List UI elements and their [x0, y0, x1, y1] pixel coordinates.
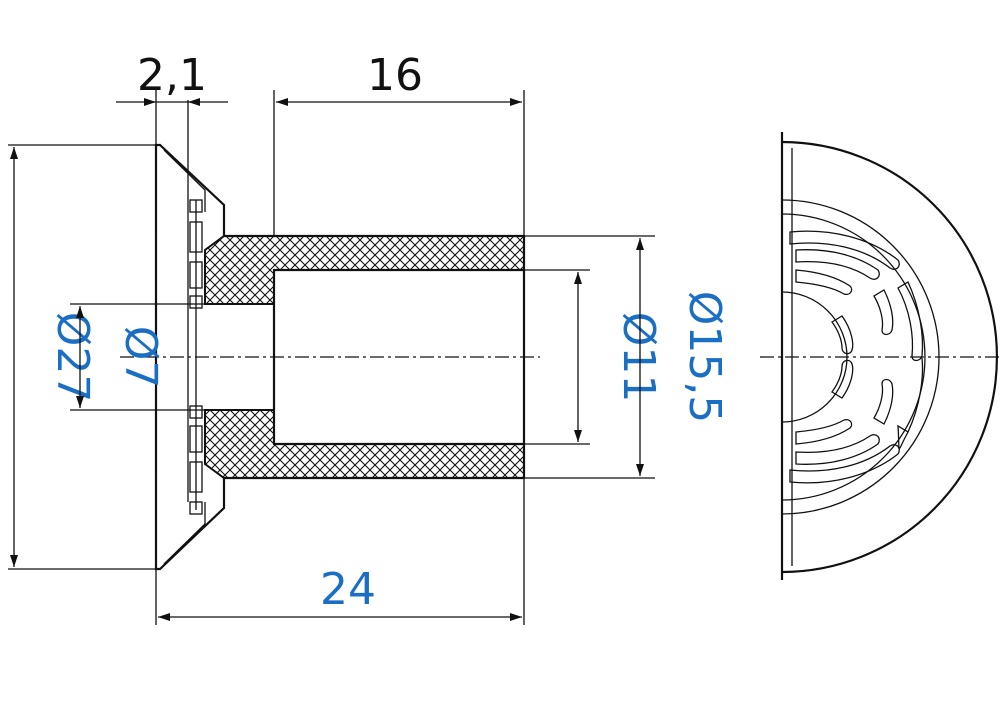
dim-flange-diameter: Ø27: [47, 312, 98, 403]
dim-bore-diameter: Ø7: [115, 326, 166, 389]
dim-flange-thickness: 2,1: [137, 50, 207, 101]
side-view-slots: [789, 230, 924, 484]
flange-inner-top: [163, 149, 206, 212]
dim-sleeve-length: 16: [367, 50, 423, 101]
dim-total-length: 24: [320, 564, 376, 615]
section-view: [120, 100, 540, 571]
side-view: [760, 132, 1000, 580]
flange-inner-bottom: [163, 502, 206, 565]
face-slots: [189, 199, 203, 515]
dimensions: 2,1 16 24 Ø27 Ø7 Ø11 Ø15,5: [8, 50, 730, 625]
dim-sleeve-inner-diameter: Ø11: [613, 312, 664, 403]
dim-sleeve-outer-diameter: Ø15,5: [679, 291, 730, 424]
